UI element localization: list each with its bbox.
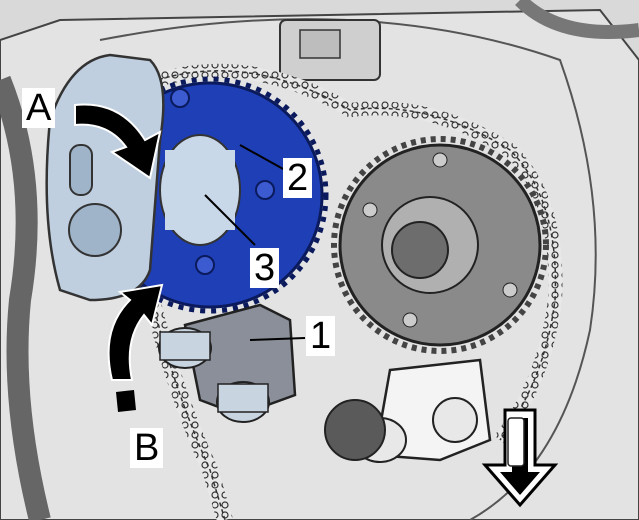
callout-1: 1: [306, 316, 336, 356]
tool-wrench-hole: [68, 203, 122, 257]
right-pipe: [515, 0, 639, 39]
callout-b: B: [130, 428, 164, 468]
exhaust-bolt-2: [502, 282, 518, 298]
exhaust-bolt-4: [362, 202, 378, 218]
rotation-arrow-b-tail: [116, 390, 136, 412]
rotation-arrow-a: [74, 103, 162, 180]
tensioner-bolt-upper-body: [159, 331, 211, 361]
callout-2: 2: [283, 158, 313, 198]
leader-line-3: [204, 194, 256, 246]
exhaust-bolt-1: [432, 152, 448, 168]
callout-3: 3: [250, 248, 280, 288]
lower-bracket-bolt-2: [432, 397, 478, 443]
counter-hold-tool: [45, 53, 165, 302]
leader-line-1: [249, 337, 306, 341]
rotation-arrow-b: [107, 283, 164, 381]
callout-a: A: [22, 88, 56, 128]
exhaust-hub-bore: [391, 221, 449, 279]
small-plate: [507, 417, 525, 467]
tool-slot: [69, 144, 93, 196]
exhaust-bolt-3: [402, 312, 418, 328]
tensioner-bolt-lower-body: [217, 383, 269, 413]
tool-shaft-body: [165, 150, 235, 230]
intake-bolt-1: [170, 88, 190, 108]
left-hose: [0, 75, 51, 520]
leader-line-2: [239, 144, 286, 171]
round-plug: [324, 399, 386, 461]
intake-bolt-2: [255, 180, 275, 200]
top-connector: [299, 29, 341, 59]
timing-chain-upper-edge: [119, 70, 557, 441]
intake-bolt-3: [195, 255, 215, 275]
exhaust-sprocket-teeth: [331, 136, 549, 354]
